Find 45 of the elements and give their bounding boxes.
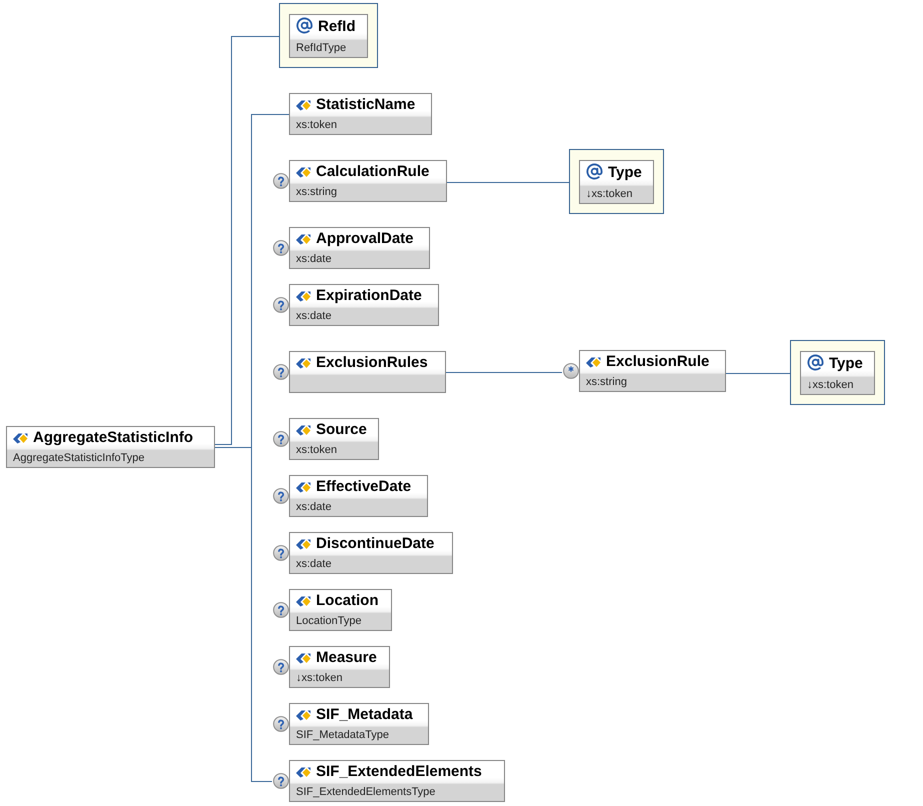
attribute-box: [289, 14, 368, 58]
type-name: xs:date: [296, 253, 332, 266]
type-name: xs:date: [296, 310, 332, 323]
element-name: ApprovalDate: [316, 230, 414, 248]
attribute-name: Type: [608, 164, 642, 182]
type-name: xs:token: [296, 119, 337, 132]
connector-line: [214, 36, 280, 445]
element-name: Measure: [316, 649, 377, 667]
type-name: xs:string: [586, 376, 627, 389]
connector-line: [446, 372, 562, 373]
attribute-frame: [279, 3, 378, 68]
attribute-name: Type: [829, 355, 863, 373]
type-name: RefIdType: [296, 42, 346, 55]
element-name: StatisticName: [316, 96, 416, 114]
type-name: xs:token: [296, 444, 337, 457]
element-name: ExpirationDate: [316, 287, 422, 305]
attribute-frame: [569, 149, 664, 214]
element-name: Source: [316, 421, 367, 439]
element-name: SIF_ExtendedElements: [316, 763, 482, 781]
connector-line: [726, 373, 790, 374]
type-name: xs:string: [296, 186, 337, 199]
type-name: xs:date: [296, 501, 332, 514]
attribute-box: [579, 160, 654, 204]
type-name: LocationType: [296, 615, 362, 628]
element-name: ExclusionRule: [606, 353, 710, 371]
type-name: AggregateStatisticInfoType: [13, 452, 144, 465]
attribute-box: [800, 351, 875, 395]
element-box: [6, 426, 215, 468]
type-name: ↓xs:token: [586, 188, 632, 201]
attribute-frame: [790, 340, 885, 405]
type-name: ↓xs:token: [807, 379, 854, 392]
type-name: SIF_ExtendedElementsType: [296, 786, 436, 799]
element-name: SIF_Metadata: [316, 706, 413, 724]
element-name: Location: [316, 592, 378, 610]
element-name: DiscontinueDate: [316, 535, 434, 553]
type-name: SIF_MetadataType: [296, 729, 389, 742]
element-box: [289, 93, 432, 135]
element-name: AggregateStatisticInfo: [33, 429, 194, 447]
element-name: EffectiveDate: [316, 478, 412, 496]
connector-line: [446, 182, 570, 183]
element-name: ExclusionRules: [316, 354, 428, 372]
type-name: xs:date: [296, 558, 332, 571]
attribute-name: RefId: [318, 18, 356, 36]
element-name: CalculationRule: [316, 163, 430, 181]
type-name: ↓xs:token: [296, 672, 342, 685]
